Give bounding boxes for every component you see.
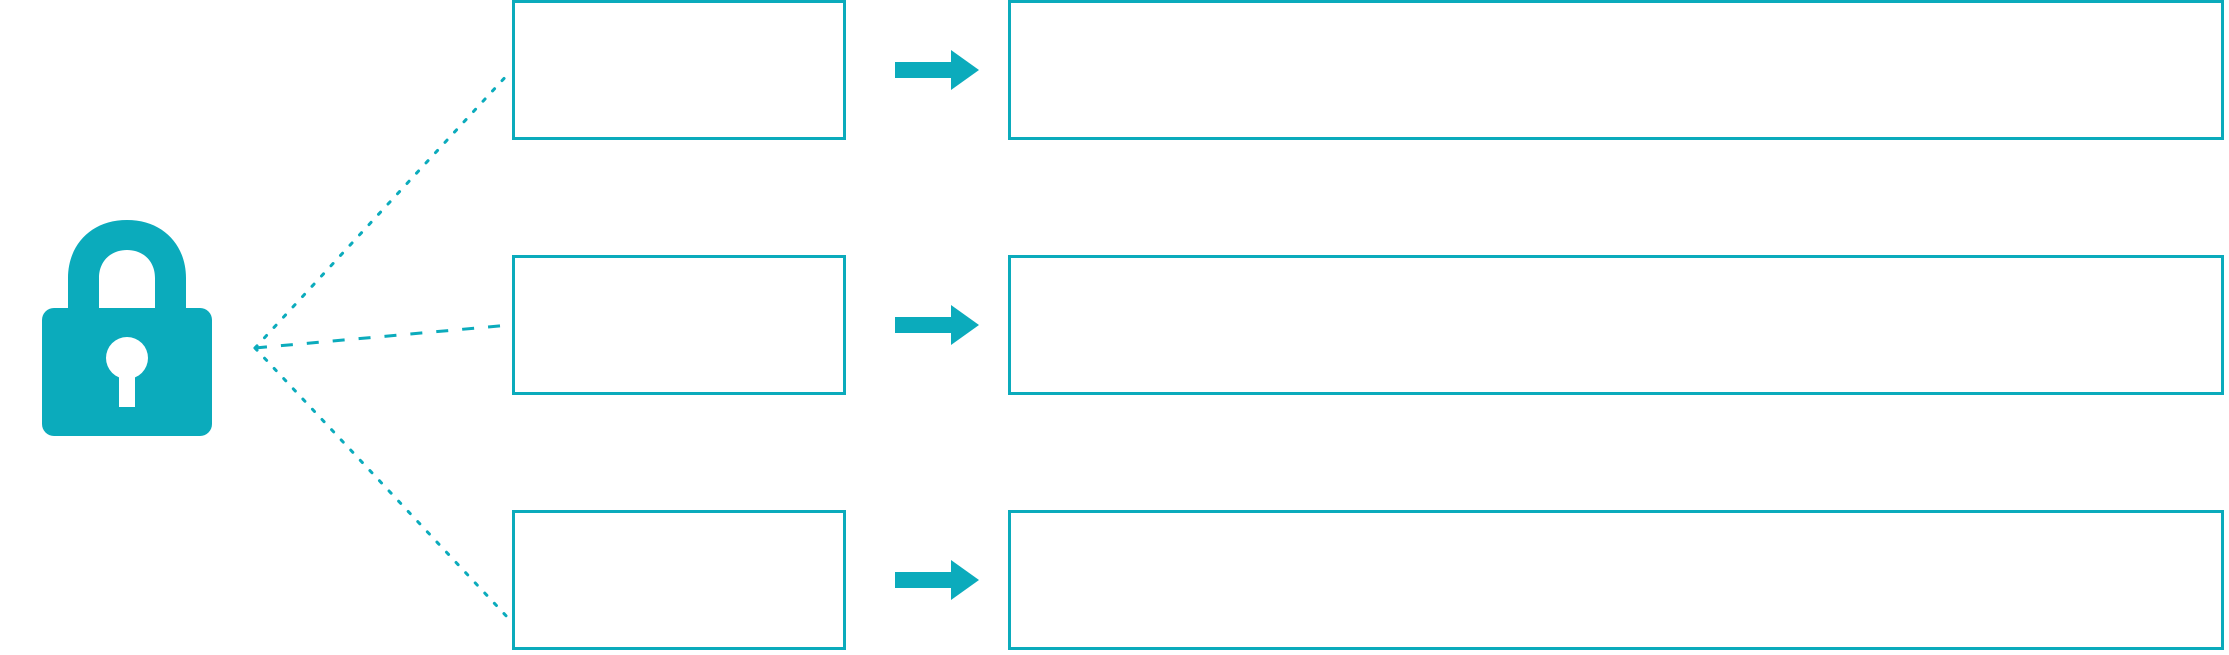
right-box-1[interactable] — [1008, 0, 2224, 140]
right-box-1-text — [1011, 3, 2221, 23]
diagram-row-2 — [0, 255, 2229, 401]
right-box-3-text — [1011, 513, 2221, 533]
arrow-right-icon-3 — [895, 560, 979, 600]
lock-icon — [42, 218, 212, 436]
right-box-2-text — [1011, 258, 2221, 278]
left-box-3-text — [515, 513, 843, 533]
left-box-3[interactable] — [512, 510, 846, 650]
left-box-2[interactable] — [512, 255, 846, 395]
right-box-3[interactable] — [1008, 510, 2224, 650]
left-box-1-text — [515, 3, 843, 23]
arrow-right-icon-1 — [895, 50, 979, 90]
right-box-2[interactable] — [1008, 255, 2224, 395]
left-box-1[interactable] — [512, 0, 846, 140]
left-box-2-text — [515, 258, 843, 278]
diagram-row-1 — [0, 0, 2229, 146]
diagram-row-3 — [0, 510, 2229, 655]
arrow-right-icon-2 — [895, 305, 979, 345]
